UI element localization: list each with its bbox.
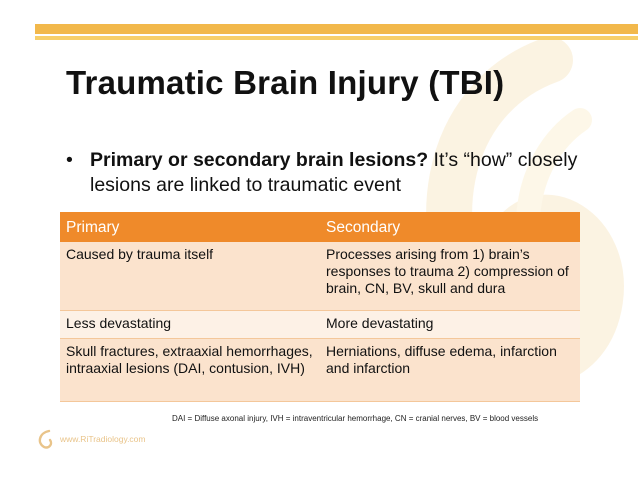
slide-title: Traumatic Brain Injury (TBI): [66, 64, 505, 101]
bullet-text: Primary or secondary brain lesions? It’s…: [90, 148, 606, 198]
table-cell: Herniations, diffuse edema, infarction a…: [320, 338, 580, 402]
bullet-rest-text: It’s “how” closely lesions are linked to…: [90, 149, 578, 196]
bullet-point: • Primary or secondary brain lesions? It…: [66, 148, 606, 198]
table-cell: Less devastating: [60, 310, 320, 339]
top-decor-band: [35, 24, 638, 34]
site-label: www.RiTradiology.com: [60, 434, 146, 444]
top-decor-band-thin: [35, 36, 638, 40]
table-row: Caused by trauma itself Processes arisin…: [60, 242, 580, 311]
abbreviations-footnote: DAI = Diffuse axonal injury, IVH = intra…: [172, 414, 539, 423]
table-cell: Processes arising from 1) brain’s respon…: [320, 242, 580, 311]
header-secondary: Secondary: [320, 212, 580, 242]
table-cell: Caused by trauma itself: [60, 242, 320, 311]
table-header-row: Primary Secondary: [60, 212, 580, 242]
header-primary: Primary: [60, 212, 320, 242]
table-cell: More devastating: [320, 310, 580, 339]
table-row: Less devastating More devastating: [60, 310, 580, 339]
swirl-logo-icon: [38, 429, 53, 449]
tbi-comparison-table: Primary Secondary Caused by trauma itsel…: [60, 212, 580, 402]
table-row: Skull fractures, extraaxial hemorrhages,…: [60, 338, 580, 402]
table-cell: Skull fractures, extraaxial hemorrhages,…: [60, 338, 320, 402]
site-logo: www.RiTradiology.com: [34, 428, 146, 450]
bullet-dot: •: [66, 149, 73, 171]
bullet-bold-text: Primary or secondary brain lesions?: [90, 149, 429, 171]
